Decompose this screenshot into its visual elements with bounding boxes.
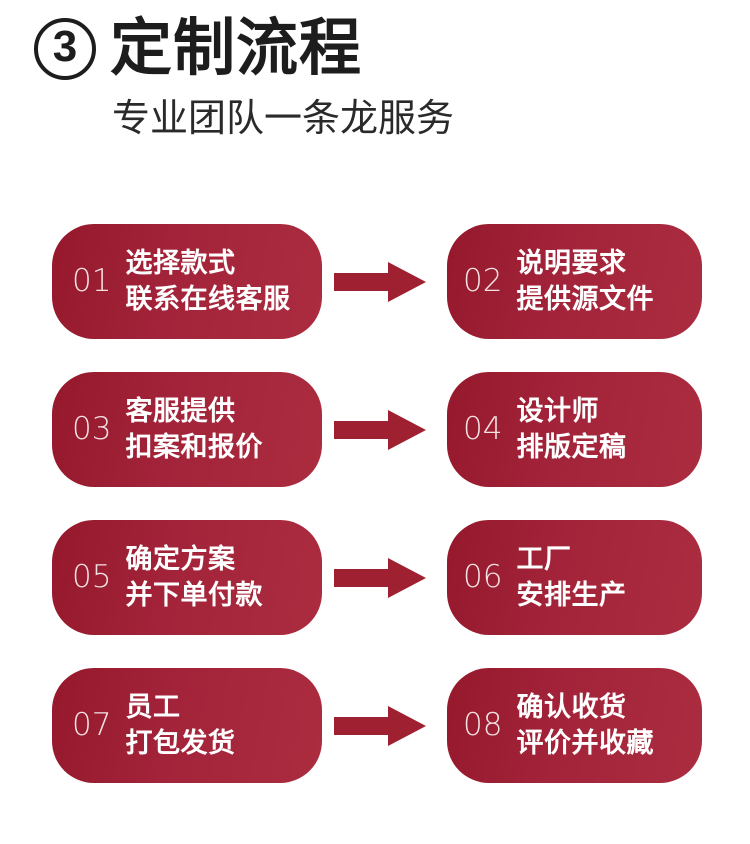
step-line: 客服提供: [125, 396, 236, 427]
step-card-04[interactable]: 04 设计师 排版定稿: [447, 372, 702, 487]
step-line: 确定方案: [125, 544, 236, 575]
flow-row: 01 选择款式 联系在线客服 02 说明要求 提供源文件: [0, 224, 750, 339]
step-number: 02: [463, 263, 503, 299]
step-card-02[interactable]: 02 说明要求 提供源文件: [447, 224, 702, 339]
step-card-03[interactable]: 03 客服提供 扣案和报价: [52, 372, 322, 487]
step-line: 打包发货: [125, 727, 236, 758]
step-card-08[interactable]: 08 确认收货 评价并收藏: [447, 668, 702, 783]
step-number: 07: [72, 707, 112, 743]
arrow-right-icon: [334, 262, 426, 302]
step-text: 说明要求 提供源文件: [516, 246, 702, 316]
step-number: 06: [463, 559, 503, 595]
step-line: 并下单付款: [125, 579, 263, 610]
step-card-01[interactable]: 01 选择款式 联系在线客服: [52, 224, 322, 339]
step-text: 选择款式 联系在线客服: [125, 246, 322, 316]
step-line: 联系在线客服: [125, 283, 291, 314]
arrow-right-icon: [334, 558, 426, 598]
title-row: 3 定制流程: [34, 18, 362, 80]
step-number: 05: [72, 559, 112, 595]
step-text: 工厂 安排生产: [516, 542, 702, 612]
flow-row: 03 客服提供 扣案和报价 04 设计师 排版定稿: [0, 372, 750, 487]
step-number: 04: [463, 411, 503, 447]
step-text: 确定方案 并下单付款: [125, 542, 322, 612]
page-header: 3 定制流程 专业团队一条龙服务: [0, 0, 750, 175]
step-text: 确认收货 评价并收藏: [516, 690, 702, 760]
step-line: 员工: [125, 692, 181, 723]
flow-row: 07 员工 打包发货 08 确认收货 评价并收藏: [0, 668, 750, 783]
arrow-right-icon: [334, 410, 426, 450]
step-card-05[interactable]: 05 确定方案 并下单付款: [52, 520, 322, 635]
step-line: 设计师: [516, 396, 599, 427]
circled-number-icon: 3: [34, 18, 96, 80]
step-card-06[interactable]: 06 工厂 安排生产: [447, 520, 702, 635]
step-number: 03: [72, 411, 112, 447]
step-line: 扣案和报价: [125, 431, 263, 462]
step-line: 安排生产: [516, 579, 627, 610]
step-number: 01: [72, 263, 112, 299]
step-text: 客服提供 扣案和报价: [125, 394, 322, 464]
page-subtitle: 专业团队一条龙服务: [112, 98, 455, 140]
step-line: 确认收货: [516, 692, 627, 723]
process-flow: 01 选择款式 联系在线客服 02 说明要求 提供源文件 03 客服提供 扣案和…: [0, 224, 750, 783]
step-line: 排版定稿: [516, 431, 627, 462]
step-line: 工厂: [516, 544, 572, 575]
step-line: 选择款式: [125, 248, 236, 279]
step-text: 设计师 排版定稿: [516, 394, 702, 464]
step-text: 员工 打包发货: [125, 690, 322, 760]
step-number: 08: [463, 707, 503, 743]
arrow-right-icon: [334, 706, 426, 746]
step-card-07[interactable]: 07 员工 打包发货: [52, 668, 322, 783]
flow-row: 05 确定方案 并下单付款 06 工厂 安排生产: [0, 520, 750, 635]
step-line: 评价并收藏: [516, 727, 654, 758]
section-number: 3: [52, 22, 78, 71]
step-line: 说明要求: [516, 248, 627, 279]
step-line: 提供源文件: [516, 283, 654, 314]
page-title: 定制流程: [110, 14, 363, 83]
